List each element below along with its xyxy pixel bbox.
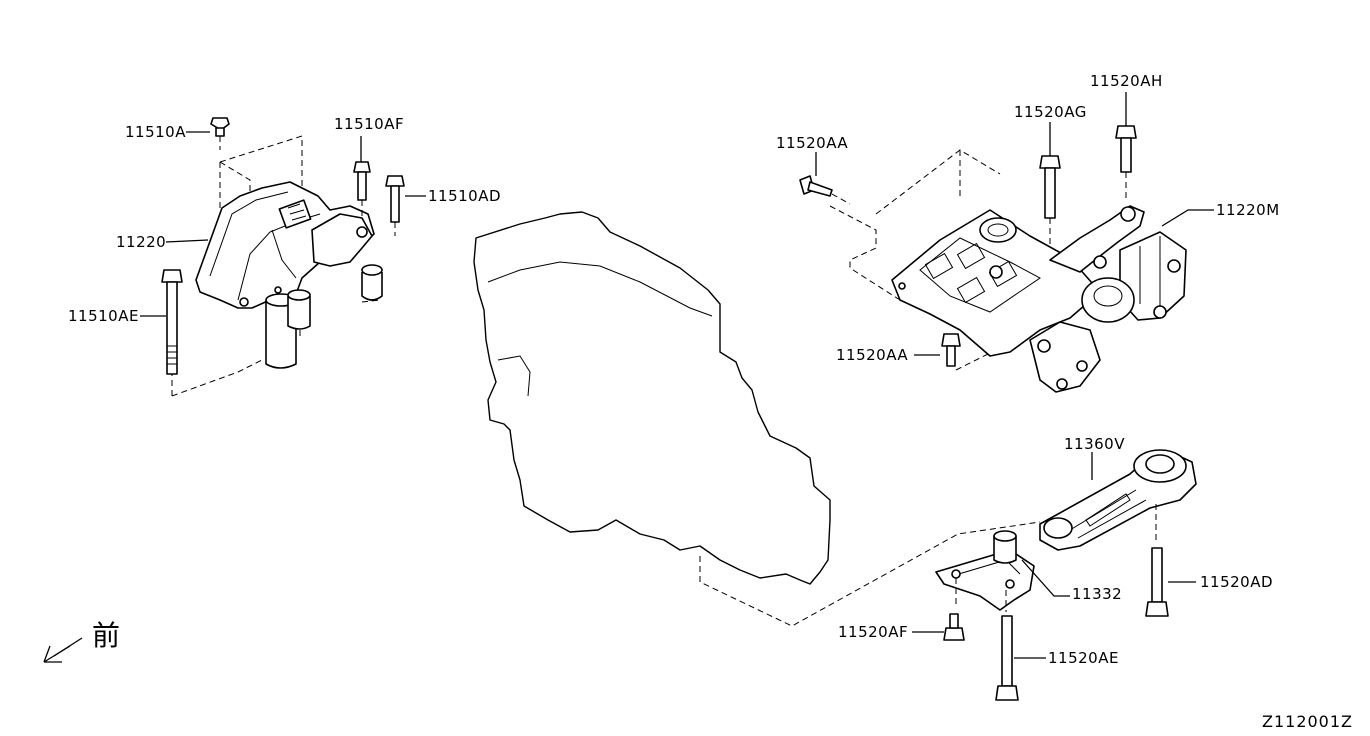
right-mount-11220M [829, 149, 1187, 393]
bracket-11332 [935, 530, 1035, 612]
label-11520AA-top: 11520AA [776, 134, 849, 152]
label-11332: 11332 [1072, 585, 1123, 603]
diagram-code: Z112001Z [1262, 712, 1353, 731]
label-11520AG: 11520AG [1014, 103, 1087, 121]
label-11220: 11220 [116, 233, 167, 251]
lower-mount-leader [699, 521, 1041, 627]
bolt-11520AG [1039, 155, 1061, 244]
bolt-11510AE [161, 269, 183, 375]
bolt-11520AF [943, 613, 965, 641]
label-11520AA-bottom: 11520AA [836, 346, 909, 364]
label-11520AD: 11520AD [1200, 573, 1274, 591]
label-11510AF: 11510AF [334, 115, 405, 133]
bolt-11520AD [1145, 547, 1169, 617]
bolt-11510AF [353, 161, 371, 216]
torque-rod-11360V [1039, 449, 1197, 551]
bolt-11520AA-bottom [941, 333, 961, 367]
bolt-11520AH [1115, 125, 1137, 200]
engine-silhouette [473, 211, 831, 585]
label-11510A: 11510A [125, 123, 186, 141]
label-11510AE: 11510AE [68, 307, 139, 325]
front-marker-label: 前 [92, 619, 121, 652]
label-11520AH: 11520AH [1090, 72, 1163, 90]
bolt-11510A [210, 117, 230, 150]
label-11510AD: 11510AD [428, 187, 502, 205]
bolt-11520AA-top [799, 175, 851, 205]
left-mount-11220 [171, 135, 383, 397]
label-11360V: 11360V [1064, 435, 1125, 453]
label-11220M: 11220M [1216, 201, 1280, 219]
bolt-11510AD [385, 175, 405, 236]
label-11520AE: 11520AE [1048, 649, 1119, 667]
label-11520AF: 11520AF [838, 623, 909, 641]
front-arrow-icon [43, 637, 83, 663]
bolt-11520AE [995, 615, 1019, 701]
